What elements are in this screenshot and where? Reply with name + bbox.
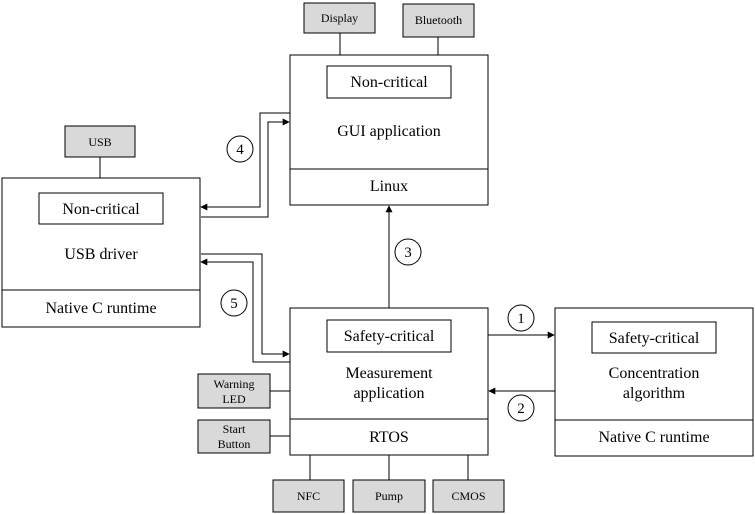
gui-title: GUI application (337, 123, 441, 140)
start-button-label-2: Button (218, 437, 251, 451)
step-3-label: 3 (404, 245, 412, 261)
nfc-label: NFC (297, 489, 320, 503)
measurement-title-1: Measurement (345, 365, 433, 382)
peripheral-bluetooth: Bluetooth (402, 3, 475, 38)
step-2-label: 2 (517, 401, 525, 417)
concentration-tag: Safety-critical (609, 330, 700, 347)
step-5-label: 5 (230, 296, 238, 312)
concentration-runtime: Native C runtime (598, 429, 709, 446)
peripheral-pump: Pump (352, 479, 426, 513)
step-1: 1 (507, 304, 535, 332)
usb-label: USB (88, 135, 111, 149)
usb-driver-tag: Non-critical (62, 201, 140, 218)
gui-tag: Non-critical (350, 74, 428, 91)
peripheral-cmos: CMOS (432, 479, 505, 513)
peripheral-warning-led: Warning LED (197, 373, 271, 409)
step-5: 5 (220, 289, 248, 317)
measurement-application-box: Safety-critical Measurement application … (289, 307, 489, 456)
start-button-label-1: Start (223, 422, 246, 436)
gui-application-box: Non-critical GUI application Linux (289, 54, 489, 206)
gui-os: Linux (370, 178, 408, 195)
step-1-label: 1 (517, 311, 525, 327)
measurement-tag: Safety-critical (344, 328, 435, 345)
usb-driver-runtime: Native C runtime (45, 300, 156, 317)
step-3: 3 (394, 238, 422, 266)
concentration-tag-box (591, 321, 717, 354)
usb-driver-box: Non-critical USB driver Native C runtime (1, 177, 201, 328)
usb-driver-title: USB driver (64, 246, 138, 263)
measurement-title-2: application (353, 385, 424, 402)
warning-led-label-2: LED (222, 392, 246, 406)
measurement-tag-box (326, 319, 452, 353)
arrow-step-4-to-usb (200, 112, 290, 211)
display-label: Display (321, 11, 358, 25)
usb-tag-box (38, 192, 164, 225)
warning-led-label-1: Warning (213, 377, 254, 391)
step-2: 2 (507, 394, 535, 422)
concentration-algorithm-box: Safety-critical Concentration algorithm … (554, 307, 754, 457)
peripheral-connectors (99, 33, 469, 480)
concentration-title-2: algorithm (623, 385, 686, 402)
measurement-os: RTOS (369, 429, 409, 446)
peripheral-usb: USB (64, 125, 136, 158)
arrow-step-5-to-usb (200, 258, 290, 363)
peripheral-display: Display (303, 2, 376, 34)
arrow-step-5-to-measurement (201, 253, 290, 358)
pump-label: Pump (375, 489, 403, 503)
step-4: 4 (226, 135, 254, 163)
peripheral-start-button: Start Button (197, 419, 271, 454)
peripheral-nfc: NFC (272, 479, 345, 513)
concentration-title-1: Concentration (609, 365, 700, 382)
cmos-label: CMOS (451, 489, 485, 503)
bluetooth-label: Bluetooth (415, 13, 462, 27)
step-4-label: 4 (236, 142, 244, 158)
arrow-step-4-to-gui (201, 118, 290, 218)
gui-tag-box (326, 65, 452, 99)
